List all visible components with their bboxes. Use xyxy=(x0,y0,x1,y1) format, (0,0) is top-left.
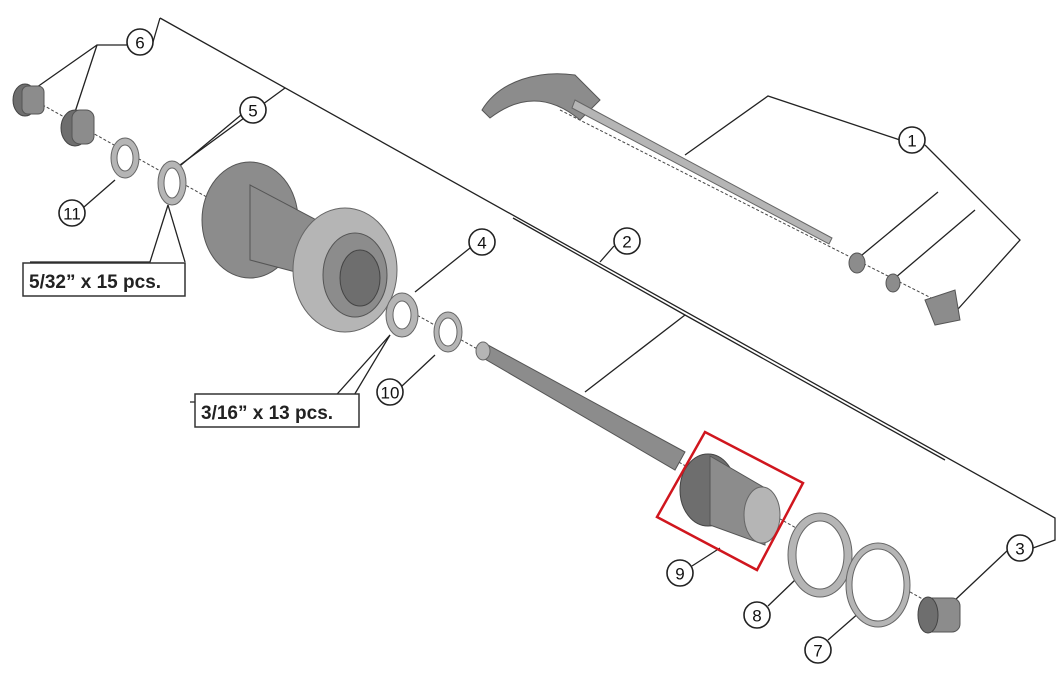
highlight-box xyxy=(655,430,805,572)
callout-1: 1 xyxy=(898,126,926,154)
ball-bearing-note-small: 5/32” x 15 pcs. xyxy=(22,262,186,297)
callout-7: 7 xyxy=(804,636,832,664)
callout-9: 9 xyxy=(666,559,694,587)
callout-11: 11 xyxy=(58,199,86,227)
part-4-bearing xyxy=(385,292,419,338)
part-2-axle xyxy=(475,341,686,471)
part-7-spacer xyxy=(845,542,911,628)
callout-2: 2 xyxy=(613,227,641,255)
callout-label: 8 xyxy=(752,607,761,626)
callout-label: 9 xyxy=(675,565,684,584)
callout-label: 11 xyxy=(63,205,81,224)
callout-label: 5 xyxy=(248,102,257,121)
note-text: 3/16” x 13 pcs. xyxy=(201,403,333,424)
callout-3: 3 xyxy=(1006,534,1034,562)
callout-label: 1 xyxy=(907,132,916,151)
callout-label: 10 xyxy=(381,384,400,403)
hub-body xyxy=(201,161,398,333)
note-text: 5/32” x 15 pcs. xyxy=(29,272,161,293)
part-11-spacer xyxy=(110,137,140,179)
callout-label: 4 xyxy=(477,234,486,253)
part-5-bearing xyxy=(157,160,187,206)
part-10-spacer xyxy=(433,311,463,353)
callout-8: 8 xyxy=(743,601,771,629)
part-1-quick-release xyxy=(481,73,961,326)
callout-label: 3 xyxy=(1015,540,1024,559)
part-6-lock-nut xyxy=(12,83,95,147)
callout-label: 7 xyxy=(813,642,822,661)
skewer-axis-line xyxy=(559,109,956,311)
callout-10: 10 xyxy=(376,378,404,406)
ball-bearing-note-large: 3/16” x 13 pcs. xyxy=(194,393,360,428)
part-8-spacer xyxy=(787,512,853,598)
part-3-lock-nut xyxy=(917,596,961,634)
part-9-freehub-body xyxy=(679,453,781,546)
callout-4: 4 xyxy=(468,228,496,256)
callout-6: 6 xyxy=(126,28,154,56)
callout-label: 6 xyxy=(135,34,144,53)
leader-lines xyxy=(29,17,1056,641)
callout-label: 2 xyxy=(622,233,631,252)
callout-5: 5 xyxy=(239,96,267,124)
